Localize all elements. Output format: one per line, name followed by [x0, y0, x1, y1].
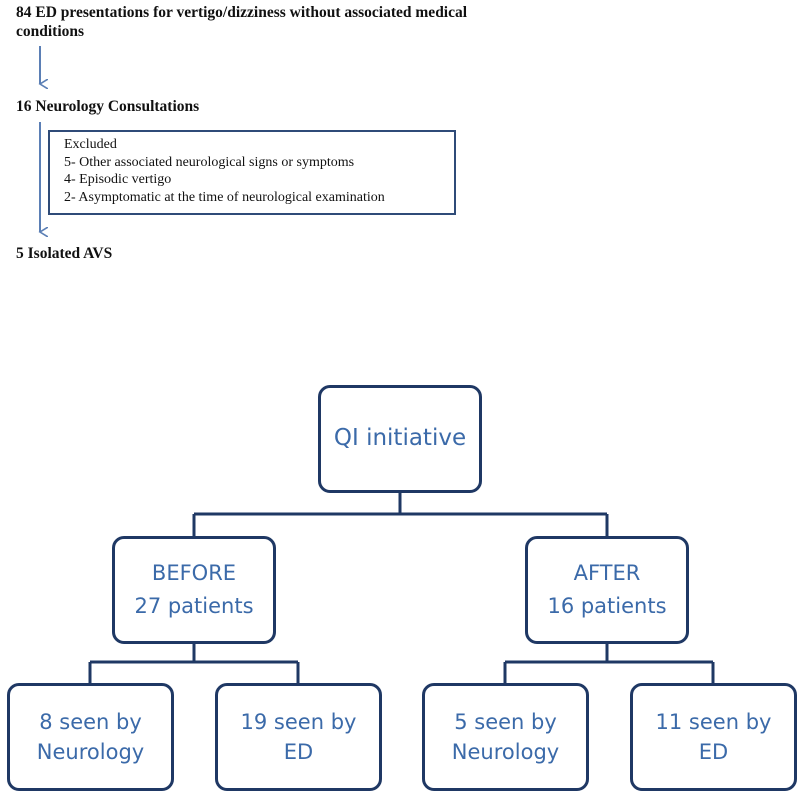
node-after-neurology: 5 seen by Neurology [422, 683, 589, 791]
node-before-label: BEFORE [151, 561, 237, 586]
node-line1: 5 seen by [454, 709, 557, 734]
node-qi-initiative: QI initiative [318, 385, 482, 493]
node-after-label: AFTER [573, 561, 641, 586]
node-line2: Neurology [36, 740, 145, 764]
node-before-ed: 19 seen by ED [215, 683, 382, 791]
exclusion-box: Excluded 5- Other associated neurologica… [48, 130, 456, 215]
node-qi-label: QI initiative [333, 425, 467, 452]
node-before: BEFORE 27 patients [112, 536, 276, 644]
node-line1: 11 seen by [655, 709, 772, 734]
exclusion-item-episodic-vertigo: 4- Episodic vertigo [64, 172, 172, 187]
node-before-count: 27 patients [134, 594, 254, 618]
exclusion-item-asymptomatic: 2- Asymptomatic at the time of neurologi… [64, 189, 385, 205]
node-line1: 19 seen by [240, 709, 357, 734]
node-line1: 8 seen by [39, 709, 142, 734]
node-line2: Neurology [451, 740, 560, 764]
node-before-neurology: 8 seen by Neurology [7, 683, 174, 791]
flow-step-neurology-consultations: 16 Neurology Consultations [16, 98, 200, 115]
exclusion-item-other-signs: 5- Other associated neurological signs o… [64, 154, 355, 170]
node-line2: ED [698, 740, 729, 764]
node-after-count: 16 patients [547, 594, 667, 618]
exclusion-heading: Excluded [64, 137, 117, 152]
flow-step-ed-presentations: 84 ED presentations for vertigo/dizzines… [16, 4, 468, 40]
node-after-ed: 11 seen by ED [630, 683, 797, 791]
flow-step-isolated-avs: 5 Isolated AVS [16, 245, 113, 262]
node-line2: ED [283, 740, 314, 764]
node-after: AFTER 16 patients [525, 536, 689, 644]
